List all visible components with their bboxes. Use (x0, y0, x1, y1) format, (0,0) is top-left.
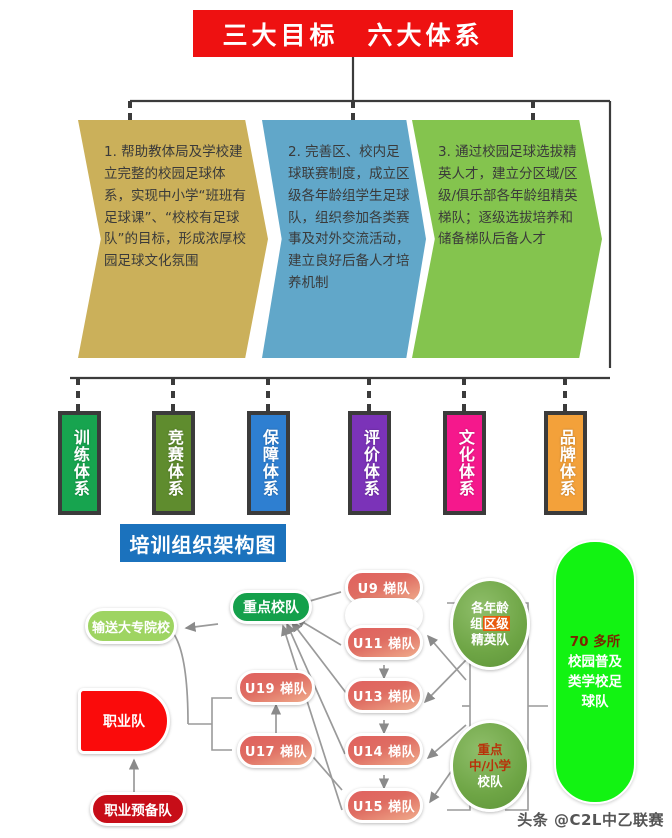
popular-schools-count: 70 多所 (569, 633, 621, 650)
node-college-transfer[interactable]: 输送大专院校 (85, 608, 177, 644)
popular-schools-line-2: 校园普及 (568, 653, 622, 670)
org-chart: U9 梯队 U11 梯队 U13 梯队 U14 梯队 U15 梯队 U19 梯队… (0, 520, 672, 838)
page-title: 三大目标 六大体系 (193, 10, 513, 57)
elite-line-2: 组区级 (470, 616, 510, 632)
elite-line-2-prefix: 组 (470, 616, 483, 631)
elite-district-highlight: 区级 (482, 616, 510, 631)
system-box-brand[interactable]: 品牌体系 (544, 411, 587, 515)
goal-chevron-2: 2. 完善区、校内足球联赛制度，成立区级各年龄组学生足球队，组织参加各类赛事及对… (262, 120, 426, 358)
node-u17-team[interactable]: U17 梯队 (237, 733, 315, 768)
system-box-evaluation[interactable]: 评价体系 (348, 411, 391, 515)
popular-schools-line-4: 球队 (581, 694, 609, 711)
elite-line-3: 精英队 (471, 632, 509, 647)
node-u15-team[interactable]: U15 梯队 (345, 788, 423, 823)
key-school-line-1: 重点 (477, 742, 503, 757)
node-u19-team[interactable]: U19 梯队 (237, 670, 315, 705)
elite-line-1: 各年龄 (471, 600, 509, 615)
node-popular-school-teams[interactable]: 70 多所 校园普及 类学校足 球队 (554, 540, 636, 804)
system-box-culture[interactable]: 文化体系 (443, 411, 486, 515)
node-u13-team[interactable]: U13 梯队 (345, 678, 423, 713)
node-age-group-elite-teams[interactable]: 各年龄 组区级 精英队 (450, 578, 530, 670)
node-u14-team[interactable]: U14 梯队 (345, 733, 423, 768)
node-key-school-team[interactable]: 重点校队 (230, 590, 312, 624)
system-box-support[interactable]: 保障体系 (247, 411, 290, 515)
node-key-primary-secondary-school-team[interactable]: 重点 中/小学 校队 (450, 720, 530, 812)
goal-chevron-1: 1. 帮助教体局及学校建立完整的校园足球体系，实现中小学“班班有足球课”、“校校… (78, 120, 268, 358)
goal-chevron-3: 3. 通过校园足球选拔精英人才，建立分区域/区级/俱乐部各年龄组精英梯队；逐级选… (412, 120, 602, 358)
section-title-org-chart: 培训组织架构图 (120, 524, 286, 562)
system-box-training[interactable]: 训练体系 (58, 411, 101, 515)
node-pro-team[interactable]: 职业队 (78, 688, 170, 754)
node-pro-reserve-team[interactable]: 职业预备队 (90, 792, 186, 826)
system-box-competition[interactable]: 竞赛体系 (152, 411, 195, 515)
popular-schools-line-3: 类学校足 (568, 674, 622, 690)
watermark: 头条 @C2L中乙联赛 (517, 811, 664, 829)
key-school-line-3: 校队 (477, 774, 503, 789)
node-u11-team[interactable]: U11 梯队 (345, 625, 423, 660)
key-school-line-2: 中/小学 (468, 758, 512, 773)
